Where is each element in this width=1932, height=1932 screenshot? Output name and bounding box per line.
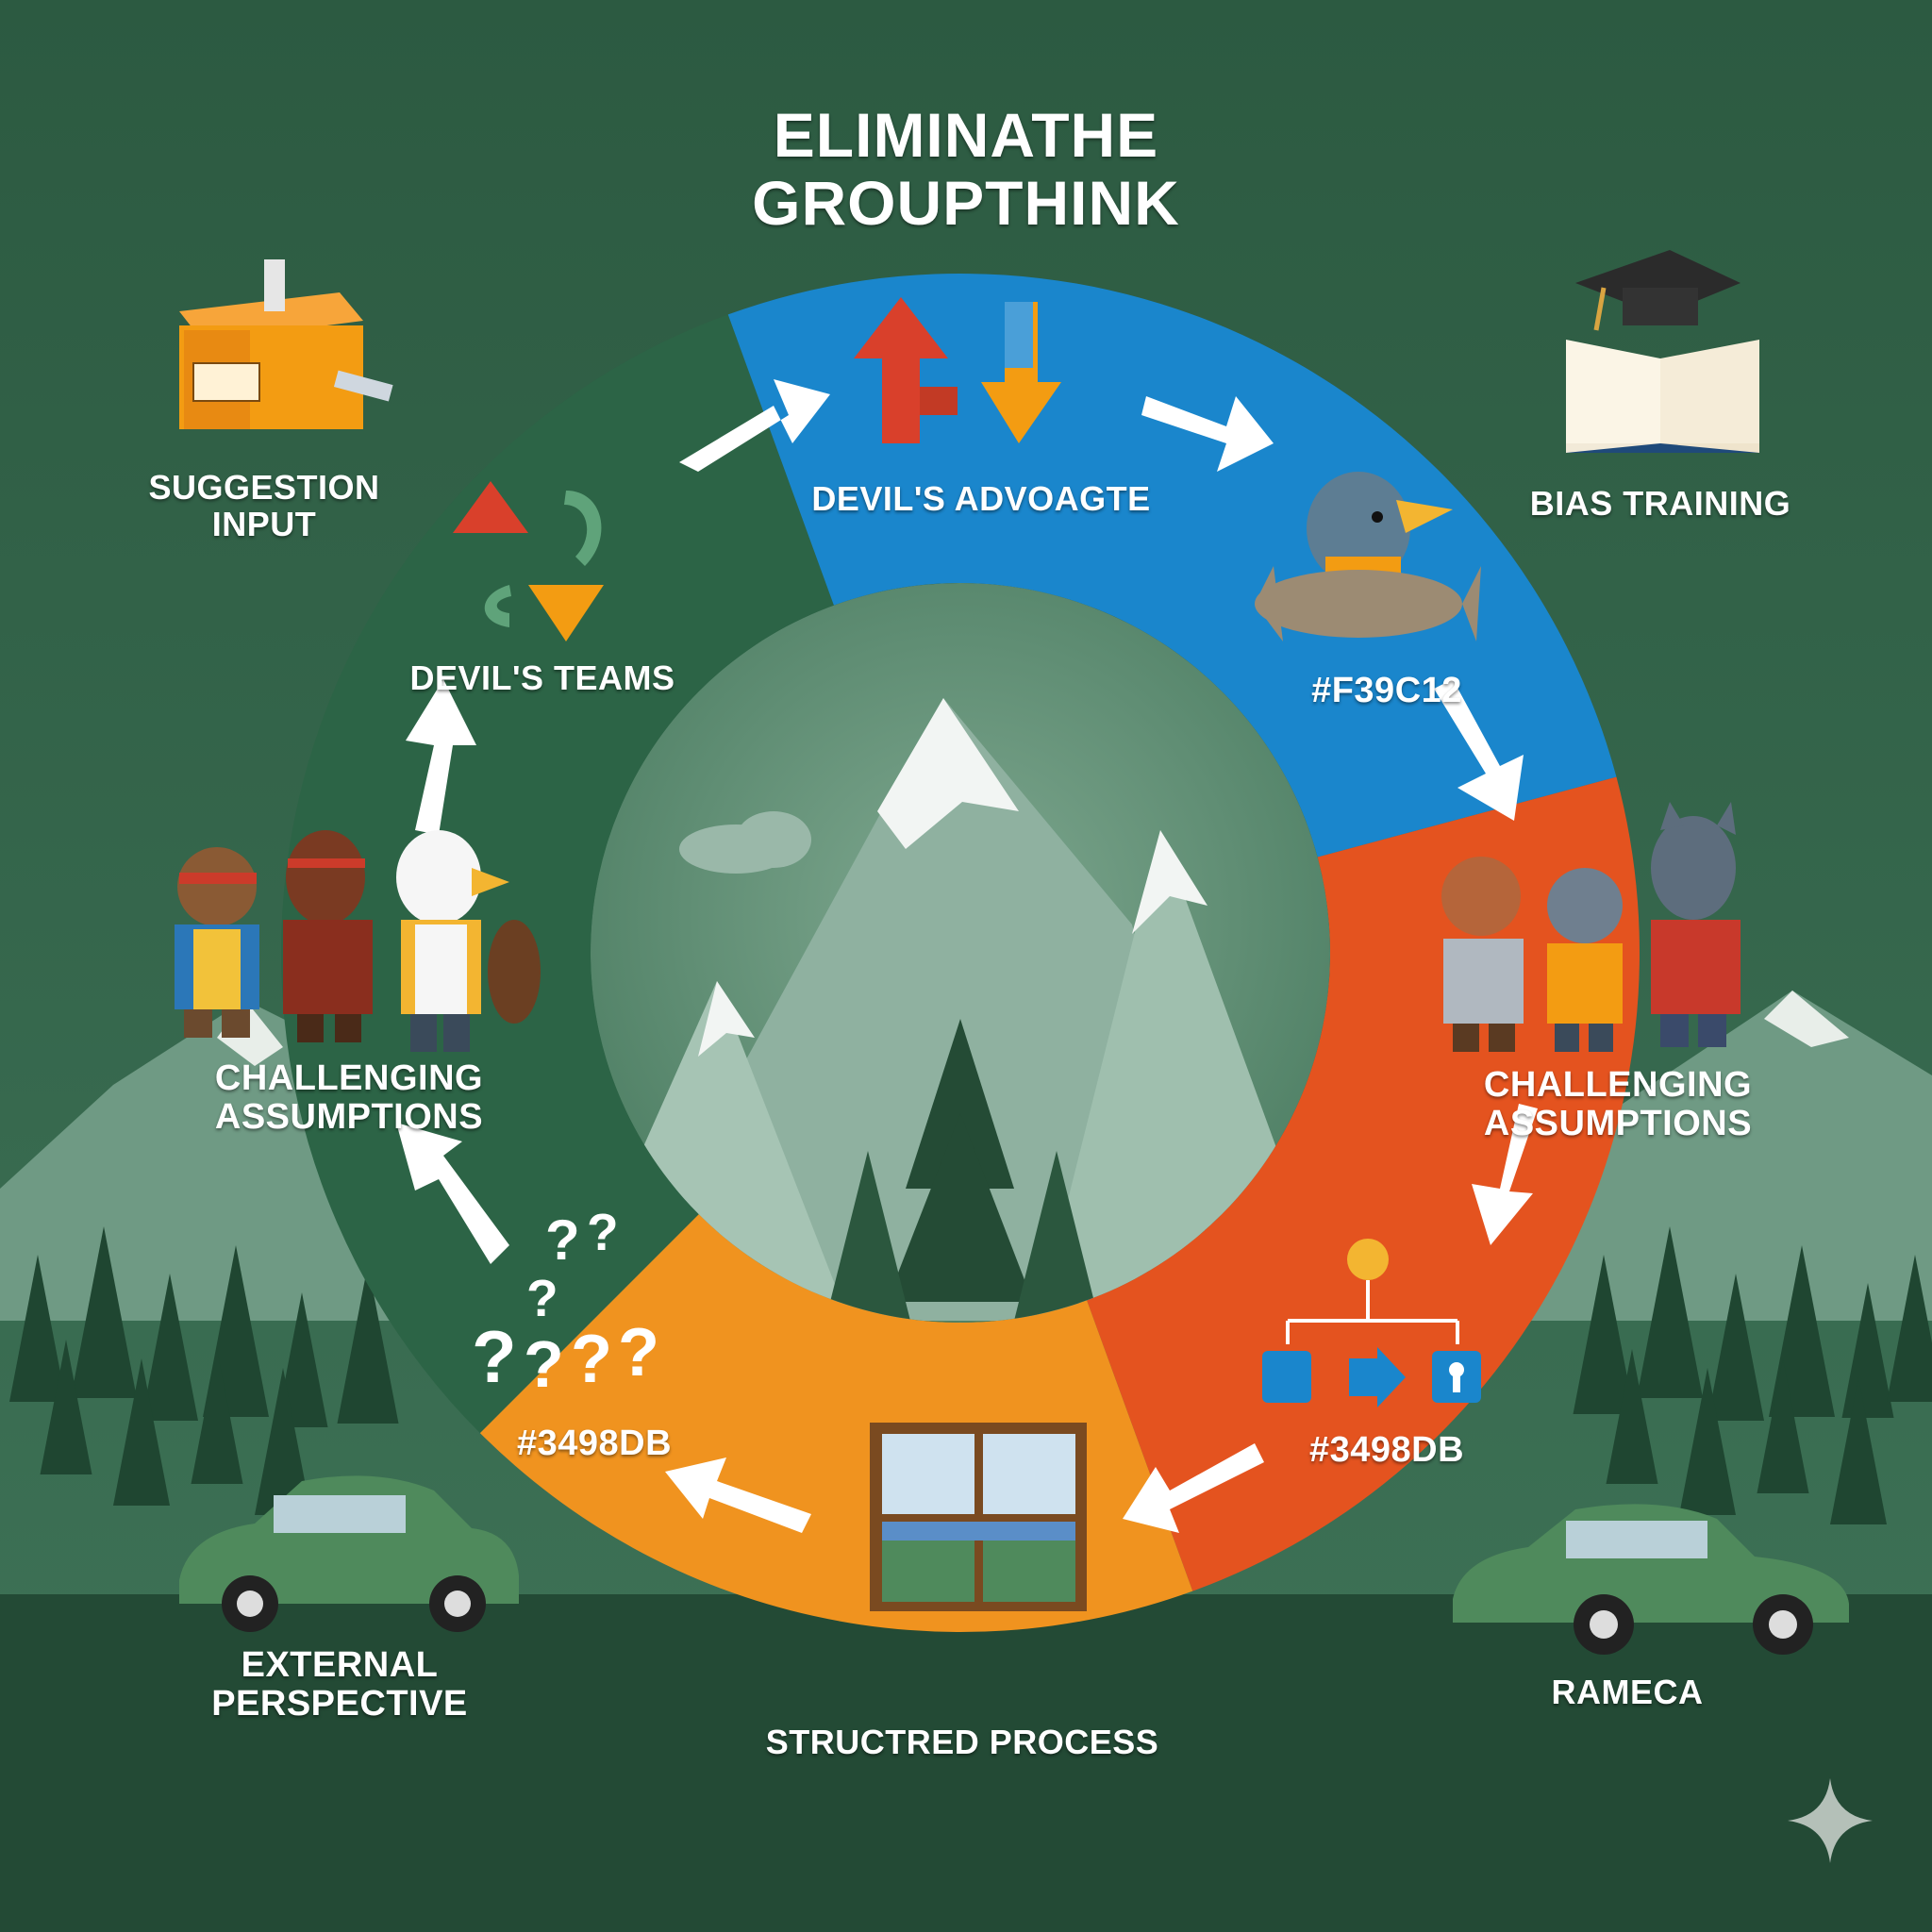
book-graduation-icon (1566, 250, 1759, 453)
label-challenging-assumptions-right: CHALLENGING ASSUMPTIONS (1483, 1065, 1753, 1144)
label-color-3498db-left: #3498DB (516, 1424, 673, 1463)
label-devils-advocate: DEVIL'S ADVOAGTE (811, 479, 1151, 518)
svg-text:?: ? (524, 1327, 564, 1401)
pine-tree (1887, 1255, 1932, 1402)
pine-tree (40, 1340, 92, 1474)
ring-segment-blue (727, 274, 1617, 858)
label-structured-process: STRUCTRED PROCESS (765, 1723, 1159, 1761)
ballot-box-icon (179, 259, 393, 429)
title-line-1: ELIMINATHE (773, 100, 1159, 170)
label-bias-training: BIAS TRAINING (1529, 484, 1791, 523)
svg-text:?: ? (472, 1315, 517, 1398)
label-color-f39c12: #F39C12 (1311, 671, 1462, 710)
arrow-green-up (406, 679, 476, 835)
cycle-arrows (396, 379, 1538, 1533)
arrow-green-to-blue (679, 379, 830, 472)
pine-tree (275, 1292, 328, 1427)
pine-tree (1707, 1274, 1764, 1421)
sparkle-icon (1788, 1778, 1873, 1863)
label-rameca: RAMECA (1551, 1673, 1704, 1711)
vintage-car-right (1453, 1504, 1849, 1655)
arrow-red-down (1472, 1104, 1538, 1245)
label-challenging-assumptions-left: CHALLENGING ASSUMPTIONS (214, 1058, 484, 1138)
cycle-arrows-icon (453, 481, 604, 641)
pine-tree (113, 1358, 170, 1506)
question-marks-icon: ? ? ? ? ? ? ? (472, 1203, 659, 1401)
title-line-2: GROUPTHINK (752, 168, 1180, 238)
svg-text:?: ? (571, 1322, 612, 1397)
pine-tree (191, 1349, 243, 1484)
arrow-blue-to-red (1434, 679, 1524, 821)
pine-tree (1606, 1349, 1658, 1484)
pine-tree (337, 1264, 399, 1424)
pine-tree (1573, 1255, 1635, 1414)
arrow-red-to-orange (1123, 1443, 1264, 1533)
arrow-orange-up (396, 1123, 509, 1264)
pine-tree (1757, 1358, 1809, 1493)
arrow-blue-to-next (1141, 396, 1274, 472)
label-suggestion-input: SUGGESTION INPUT (148, 468, 380, 543)
pine-tree (1830, 1377, 1887, 1524)
fox-raccoon-wolf-characters (1441, 802, 1740, 1052)
pine-tree (1679, 1368, 1736, 1515)
svg-text:?: ? (618, 1315, 659, 1391)
pine-tree (9, 1255, 66, 1402)
pine-tree (142, 1274, 198, 1421)
svg-text:?: ? (545, 1208, 580, 1272)
window-landscape-icon (870, 1423, 1087, 1611)
pine-tree (71, 1226, 137, 1398)
pine-tree (1841, 1283, 1894, 1418)
label-external-perspective: EXTERNAL PERSPECTIVE (211, 1645, 468, 1724)
label-color-3498db-right: #3498DB (1308, 1430, 1465, 1470)
label-devils-teams: DEVIL'S TEAMS (409, 658, 675, 697)
bear-beaver-eagle-characters (175, 830, 541, 1052)
pine-forest (9, 1226, 1932, 1524)
svg-text:?: ? (526, 1269, 558, 1327)
swap-arrows-icon (854, 297, 1061, 443)
arrow-orange-left (665, 1457, 811, 1533)
pine-tree (255, 1368, 311, 1515)
svg-text:?: ? (587, 1203, 619, 1261)
process-flow-icon (1262, 1239, 1481, 1407)
vintage-car-left (179, 1475, 519, 1632)
pine-tree (1637, 1226, 1703, 1398)
eagle-fish-character (1255, 472, 1481, 641)
